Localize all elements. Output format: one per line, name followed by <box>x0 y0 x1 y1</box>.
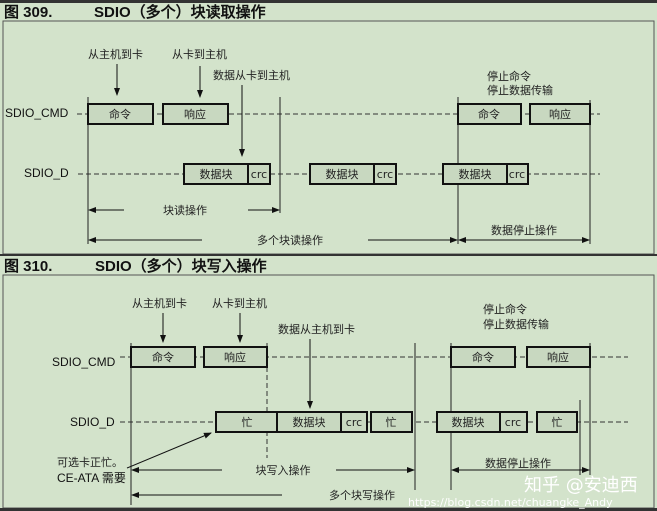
data-block-label: 数据块 <box>200 167 233 181</box>
zhihu-watermark: 知乎 @安迪西 <box>524 475 638 496</box>
figure-title: SDIO（多个）块写入操作 <box>95 257 267 275</box>
response-box <box>162 103 229 125</box>
command-box <box>87 103 154 125</box>
sdio-d-label: SDIO_D <box>24 166 69 180</box>
multi-block-read-label: 多个块读操作 <box>257 233 323 247</box>
figure-number: 图 309. <box>4 4 52 21</box>
stop-command-box <box>457 103 522 125</box>
host-to-card-label: 从主机到卡 <box>88 47 143 61</box>
stop-response-label: 响应 <box>547 350 569 364</box>
figure-title: SDIO（多个）块读取操作 <box>94 3 266 21</box>
stop-response-box <box>526 346 591 368</box>
data-host-to-card-label: 数据从主机到卡 <box>278 322 355 336</box>
response-label: 响应 <box>224 350 246 364</box>
crc-box <box>247 163 271 185</box>
crc-label: crc <box>505 416 521 429</box>
crc-label: crc <box>377 168 393 181</box>
csdn-watermark: https://blog.csdn.net/chuangke_Andy <box>408 496 613 509</box>
stop-response-box <box>529 103 591 125</box>
crc-box <box>506 163 529 185</box>
stop-command-label: 命令 <box>478 107 500 121</box>
block-read-label: 块读操作 <box>163 203 207 217</box>
figure-309: 图 309. SDIO（多个）块读取操作 SDIO_CMD SDIO_D 命令 … <box>2 3 655 255</box>
data-block-label: 数据块 <box>452 415 485 429</box>
data-block-label: 数据块 <box>293 415 326 429</box>
crc-label: crc <box>509 168 525 181</box>
optional-busy-note: 可选卡正忙。 <box>57 455 123 469</box>
stop-cmd-label: 停止命令 <box>483 302 527 316</box>
stop-cmd-label: 停止命令 <box>487 69 531 83</box>
host-to-card-label: 从主机到卡 <box>132 296 187 310</box>
data-block-label: 数据块 <box>326 167 359 181</box>
response-label: 响应 <box>184 107 206 121</box>
crc-box <box>499 411 528 433</box>
crc-box <box>340 411 368 433</box>
command-box <box>130 346 196 368</box>
figure-310: 图 310. SDIO（多个）块写入操作 SDIO_CMD SDIO_D 命令 … <box>2 257 655 509</box>
sdio-cmd-label: SDIO_CMD <box>52 355 116 369</box>
figure-number: 图 310. <box>4 258 52 275</box>
ce-ata-note: CE-ATA 需要 <box>57 471 126 485</box>
sdio-cmd-label: SDIO_CMD <box>5 106 69 120</box>
data-block-label: 数据块 <box>459 167 492 181</box>
data-stop-label: 数据停止操作 <box>485 456 551 470</box>
multi-block-write-label: 多个块写操作 <box>329 488 395 502</box>
stop-command-box <box>450 346 516 368</box>
busy-label: 忙 <box>386 415 397 429</box>
stop-transfer-label: 停止数据传输 <box>487 83 553 97</box>
card-to-host-label: 从卡到主机 <box>172 47 227 61</box>
stop-response-label: 响应 <box>549 107 571 121</box>
stop-transfer-label: 停止数据传输 <box>483 317 549 331</box>
data-stop-label: 数据停止操作 <box>491 223 557 237</box>
crc-box <box>373 163 397 185</box>
block-write-label: 块写入操作 <box>256 463 311 477</box>
command-label: 命令 <box>109 107 131 121</box>
busy-label: 忙 <box>552 415 563 429</box>
busy-box <box>536 411 578 433</box>
response-box <box>203 346 268 368</box>
crc-label: crc <box>346 416 362 429</box>
command-label: 命令 <box>152 350 174 364</box>
sdio-d-label: SDIO_D <box>70 415 115 429</box>
stop-command-label: 命令 <box>472 350 494 364</box>
busy-box <box>370 411 413 433</box>
card-to-host-label: 从卡到主机 <box>212 296 267 310</box>
crc-label: crc <box>251 168 267 181</box>
busy-label: 忙 <box>242 415 253 429</box>
data-card-to-host-label: 数据从卡到主机 <box>213 68 290 82</box>
